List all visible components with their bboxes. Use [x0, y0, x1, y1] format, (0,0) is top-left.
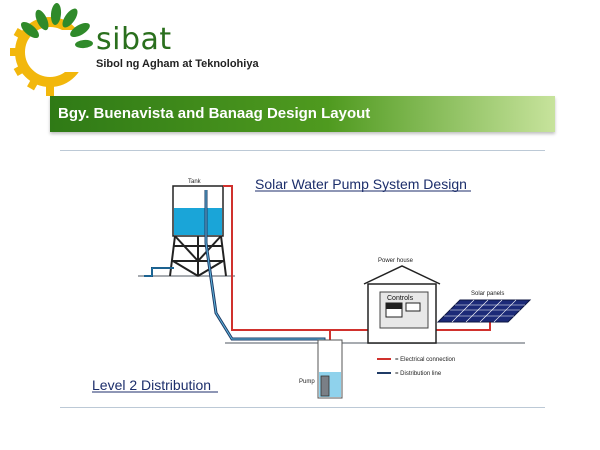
- top-divider: [60, 150, 545, 151]
- title-banner: Bgy. Buenavista and Banaag Design Layout: [50, 96, 555, 132]
- bottom-divider: [60, 407, 545, 408]
- solar-panels-label: Solar panels: [471, 291, 504, 297]
- solar-panels: [436, 299, 532, 323]
- sibat-logo: [10, 3, 93, 96]
- brand-tagline: Sibol ng Agham at Teknolohiya: [96, 58, 259, 70]
- banner-title: Bgy. Buenavista and Banaag Design Layout: [58, 105, 371, 122]
- sun-gear-icon: [10, 17, 88, 96]
- power-house-label: Power house: [378, 258, 414, 264]
- meter-icon: [405, 302, 421, 312]
- tank-label: Tank: [188, 179, 202, 185]
- brand-name: sibat: [96, 22, 172, 57]
- power-house: [363, 265, 441, 344]
- water-tank: [169, 185, 227, 277]
- well: [317, 339, 343, 399]
- electrical-line-pump: [223, 185, 331, 376]
- pump-icon: [320, 375, 330, 397]
- leaves-icon: [20, 3, 93, 49]
- diagram-subtitle: Level 2 Distribution: [92, 377, 211, 393]
- legend-distribution-label: = Distribution line: [395, 371, 442, 377]
- diagram-title: Solar Water Pump System Design: [255, 176, 467, 192]
- legend: = Electrical connection = Distribution l…: [377, 357, 455, 377]
- solar-pump-diagram: Tank Pump Power house Controls: [92, 176, 532, 399]
- pump-label: Pump: [299, 379, 315, 385]
- controls-label: Controls: [387, 295, 414, 302]
- legend-electrical-label: = Electrical connection: [395, 357, 455, 363]
